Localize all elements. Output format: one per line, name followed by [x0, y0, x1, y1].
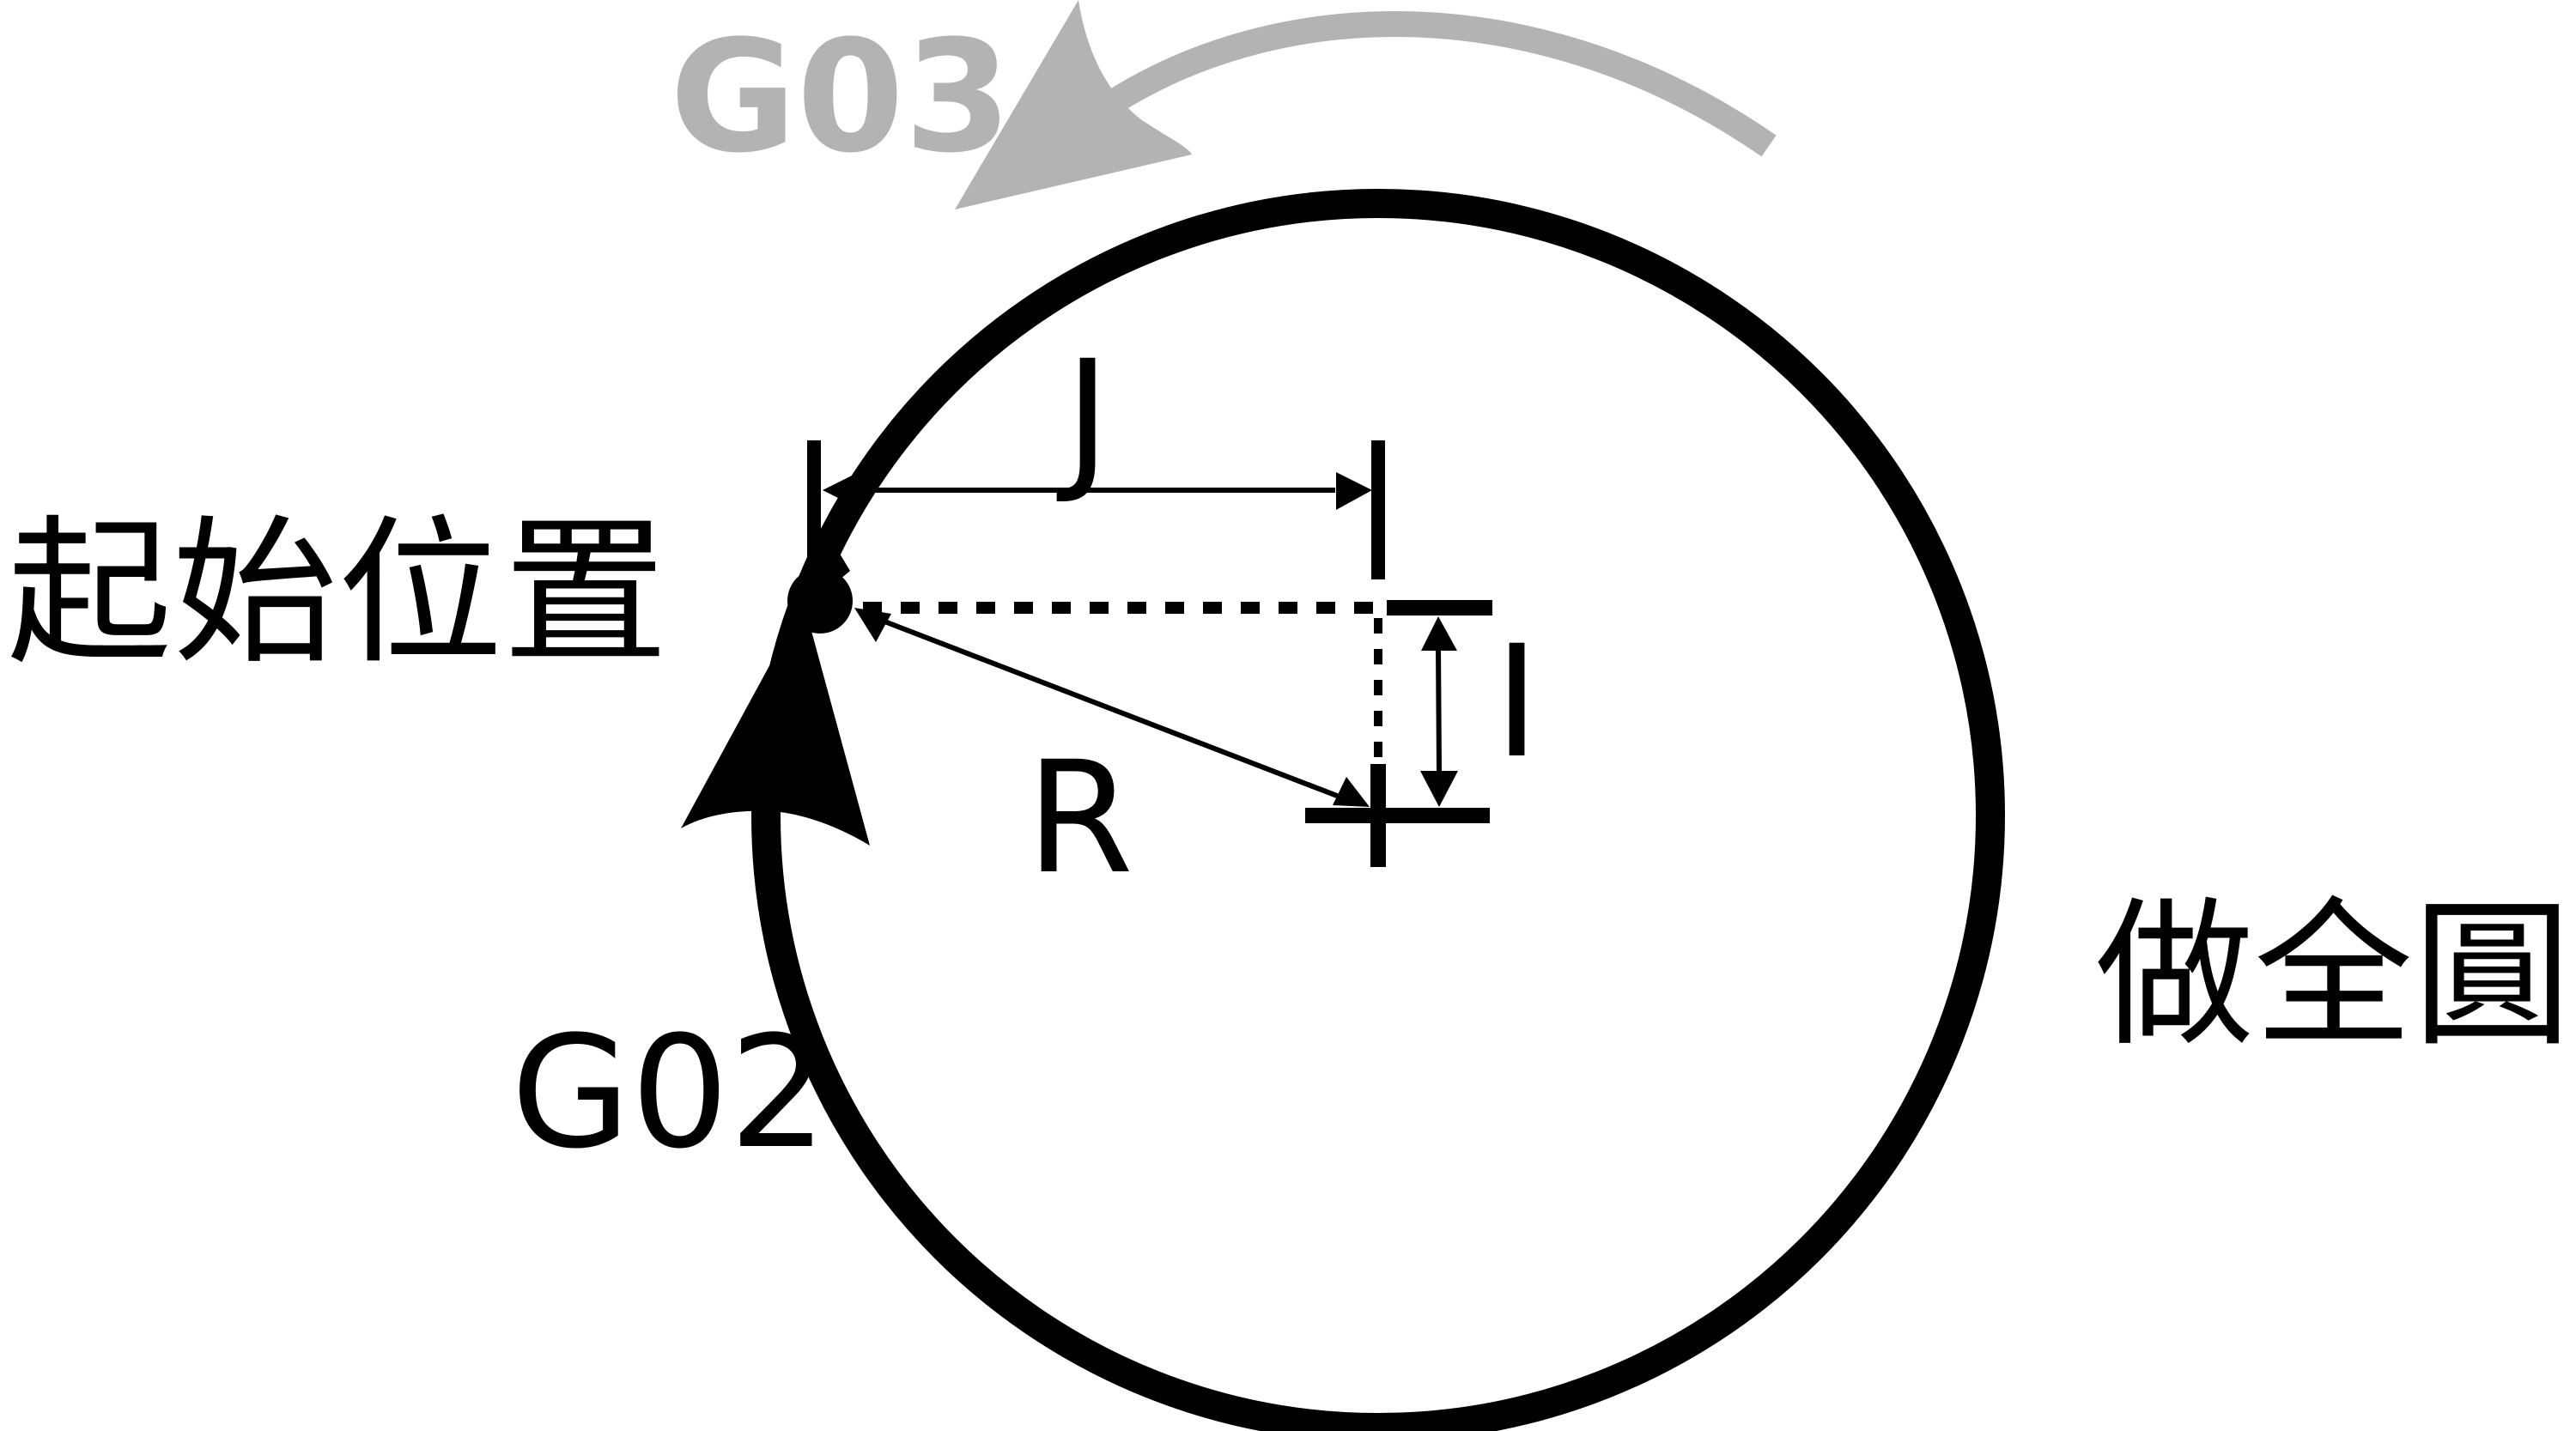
r-label: R: [1026, 729, 1133, 908]
center-cross: [1305, 764, 1490, 867]
full-circle-path: [751, 189, 2005, 1431]
j-dimension: [807, 440, 1385, 579]
g03-direction-arrow: [955, 0, 1777, 209]
g03-label: G03: [670, 8, 1012, 187]
start-point-dot: [787, 568, 853, 634]
g02-label: G02: [511, 1004, 828, 1183]
j-label: J: [1056, 328, 1110, 507]
i-dimension: [1387, 600, 1492, 807]
g02-arrowhead: [681, 603, 870, 846]
r-dimension: [854, 608, 1370, 807]
full-circle-label: 做全圓: [2095, 882, 2572, 1068]
start-position-label: 起始位置: [7, 500, 668, 686]
i-label: I: [1494, 613, 1540, 792]
